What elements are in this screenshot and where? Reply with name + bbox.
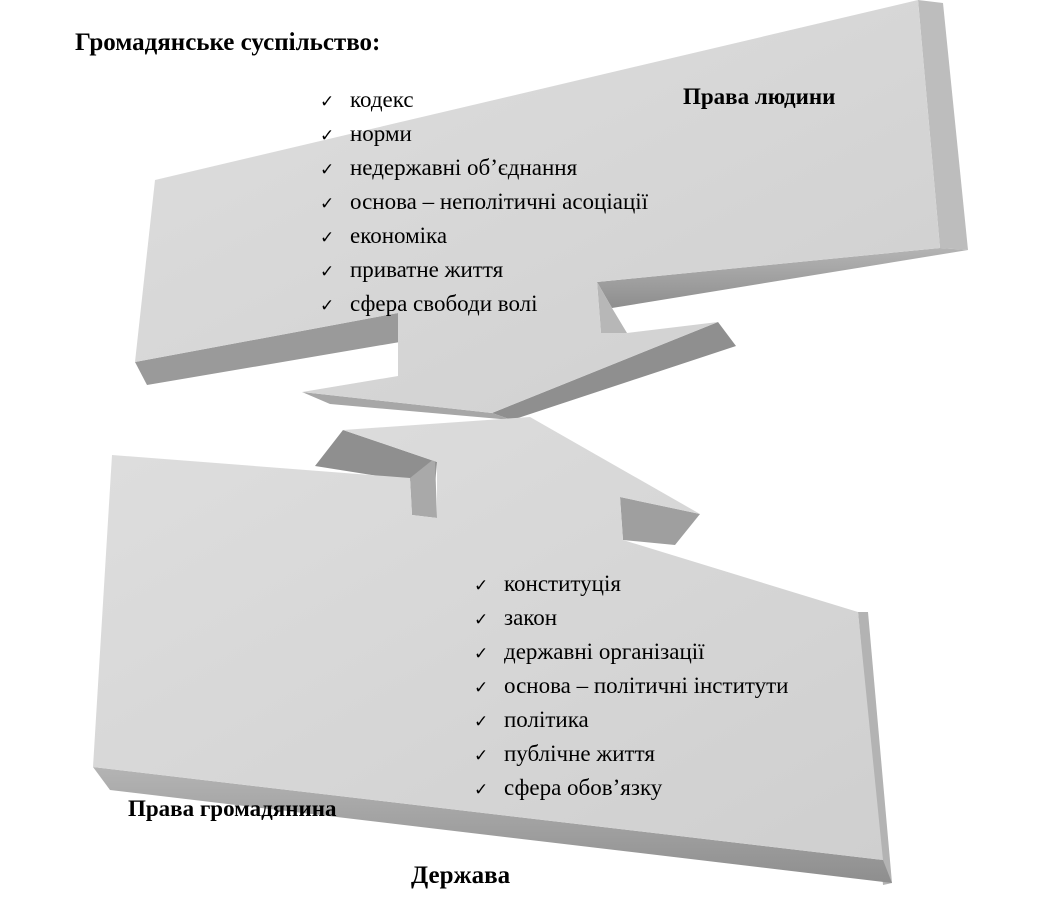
top-arrow-head-side-right xyxy=(492,322,736,420)
bottom-arrow-head-side-right xyxy=(620,497,700,545)
check-icon: ✓ xyxy=(320,228,335,248)
list-item: ✓ політика xyxy=(474,704,788,738)
check-icon: ✓ xyxy=(474,712,489,732)
top-block-list: ✓ кодекс ✓ норми ✓ недержавні об’єднання ✓ о… xyxy=(320,84,648,322)
top-block-label: Права людини xyxy=(683,84,836,109)
list-item-label: сфера обов’язку xyxy=(504,775,663,800)
top-arrow-side-bottom-left xyxy=(135,313,400,385)
bottom-arrow-face xyxy=(93,417,883,860)
check-icon: ✓ xyxy=(320,194,335,214)
check-icon: ✓ xyxy=(474,576,489,596)
list-item: ✓ кодекс xyxy=(320,84,648,118)
list-item: ✓ сфера обов’язку xyxy=(474,772,788,806)
list-item-label: закон xyxy=(504,605,558,630)
top-arrow-notch-wall xyxy=(597,282,627,333)
list-item-label: державні організації xyxy=(504,639,705,664)
check-icon: ✓ xyxy=(320,92,335,112)
bottom-arrow-side-bottom xyxy=(93,767,892,883)
list-item: ✓ економіка xyxy=(320,220,648,254)
list-item-label: політика xyxy=(504,707,589,732)
top-arrow-side-right xyxy=(918,0,968,250)
list-item-label: економіка xyxy=(350,223,448,248)
check-icon: ✓ xyxy=(474,746,489,766)
list-item: ✓ основа – політичні інститути xyxy=(474,670,788,704)
check-icon: ✓ xyxy=(320,126,335,146)
check-icon: ✓ xyxy=(320,296,335,316)
list-item: ✓ норми xyxy=(320,118,648,152)
top-arrow-head-side-left xyxy=(302,392,512,420)
top-arrow-side-bottom-right xyxy=(597,248,968,308)
top-arrow-block xyxy=(135,0,968,420)
list-item: ✓ державні організації xyxy=(474,636,788,670)
list-item-label: приватне життя xyxy=(350,257,504,282)
list-item-label: норми xyxy=(350,121,412,146)
list-item-label: кодекс xyxy=(350,87,414,112)
check-icon: ✓ xyxy=(320,160,335,180)
list-item-label: конституція xyxy=(504,571,621,596)
check-icon: ✓ xyxy=(474,780,489,800)
list-item: ✓ публічне життя xyxy=(474,738,788,772)
bottom-arrow-head-side-left xyxy=(315,430,437,485)
top-arrow-face xyxy=(135,0,940,413)
list-item: ✓ закон xyxy=(474,602,788,636)
list-item: ✓ сфера свободи волі xyxy=(320,288,648,322)
check-icon: ✓ xyxy=(474,644,489,664)
list-item-label: публічне життя xyxy=(504,741,655,766)
list-item-label: недержавні об’єднання xyxy=(350,155,578,180)
list-item-label: основа – неполітичні асоціації xyxy=(350,189,649,214)
diagram-title: Громадянське суспільство: xyxy=(75,29,381,56)
bottom-arrow-side-right xyxy=(858,612,892,885)
list-item: ✓ основа – неполітичні асоціації xyxy=(320,186,648,220)
footer-label: Держава xyxy=(411,862,511,889)
list-item-label: сфера свободи волі xyxy=(350,291,538,316)
list-item-label: основа – політичні інститути xyxy=(504,673,789,698)
check-icon: ✓ xyxy=(320,262,335,282)
list-item: ✓ недержавні об’єднання xyxy=(320,152,648,186)
bottom-block-list: ✓ конституція ✓ закон ✓ державні організаці… xyxy=(474,568,788,806)
bottom-arrow-block xyxy=(93,417,892,885)
bottom-block-label: Права громадянина xyxy=(128,796,337,821)
check-icon: ✓ xyxy=(474,610,489,630)
list-item: ✓ приватне життя xyxy=(320,254,648,288)
list-item: ✓ конституція xyxy=(474,568,788,602)
check-icon: ✓ xyxy=(474,678,489,698)
bottom-arrow-notch-wall-left xyxy=(410,458,437,518)
